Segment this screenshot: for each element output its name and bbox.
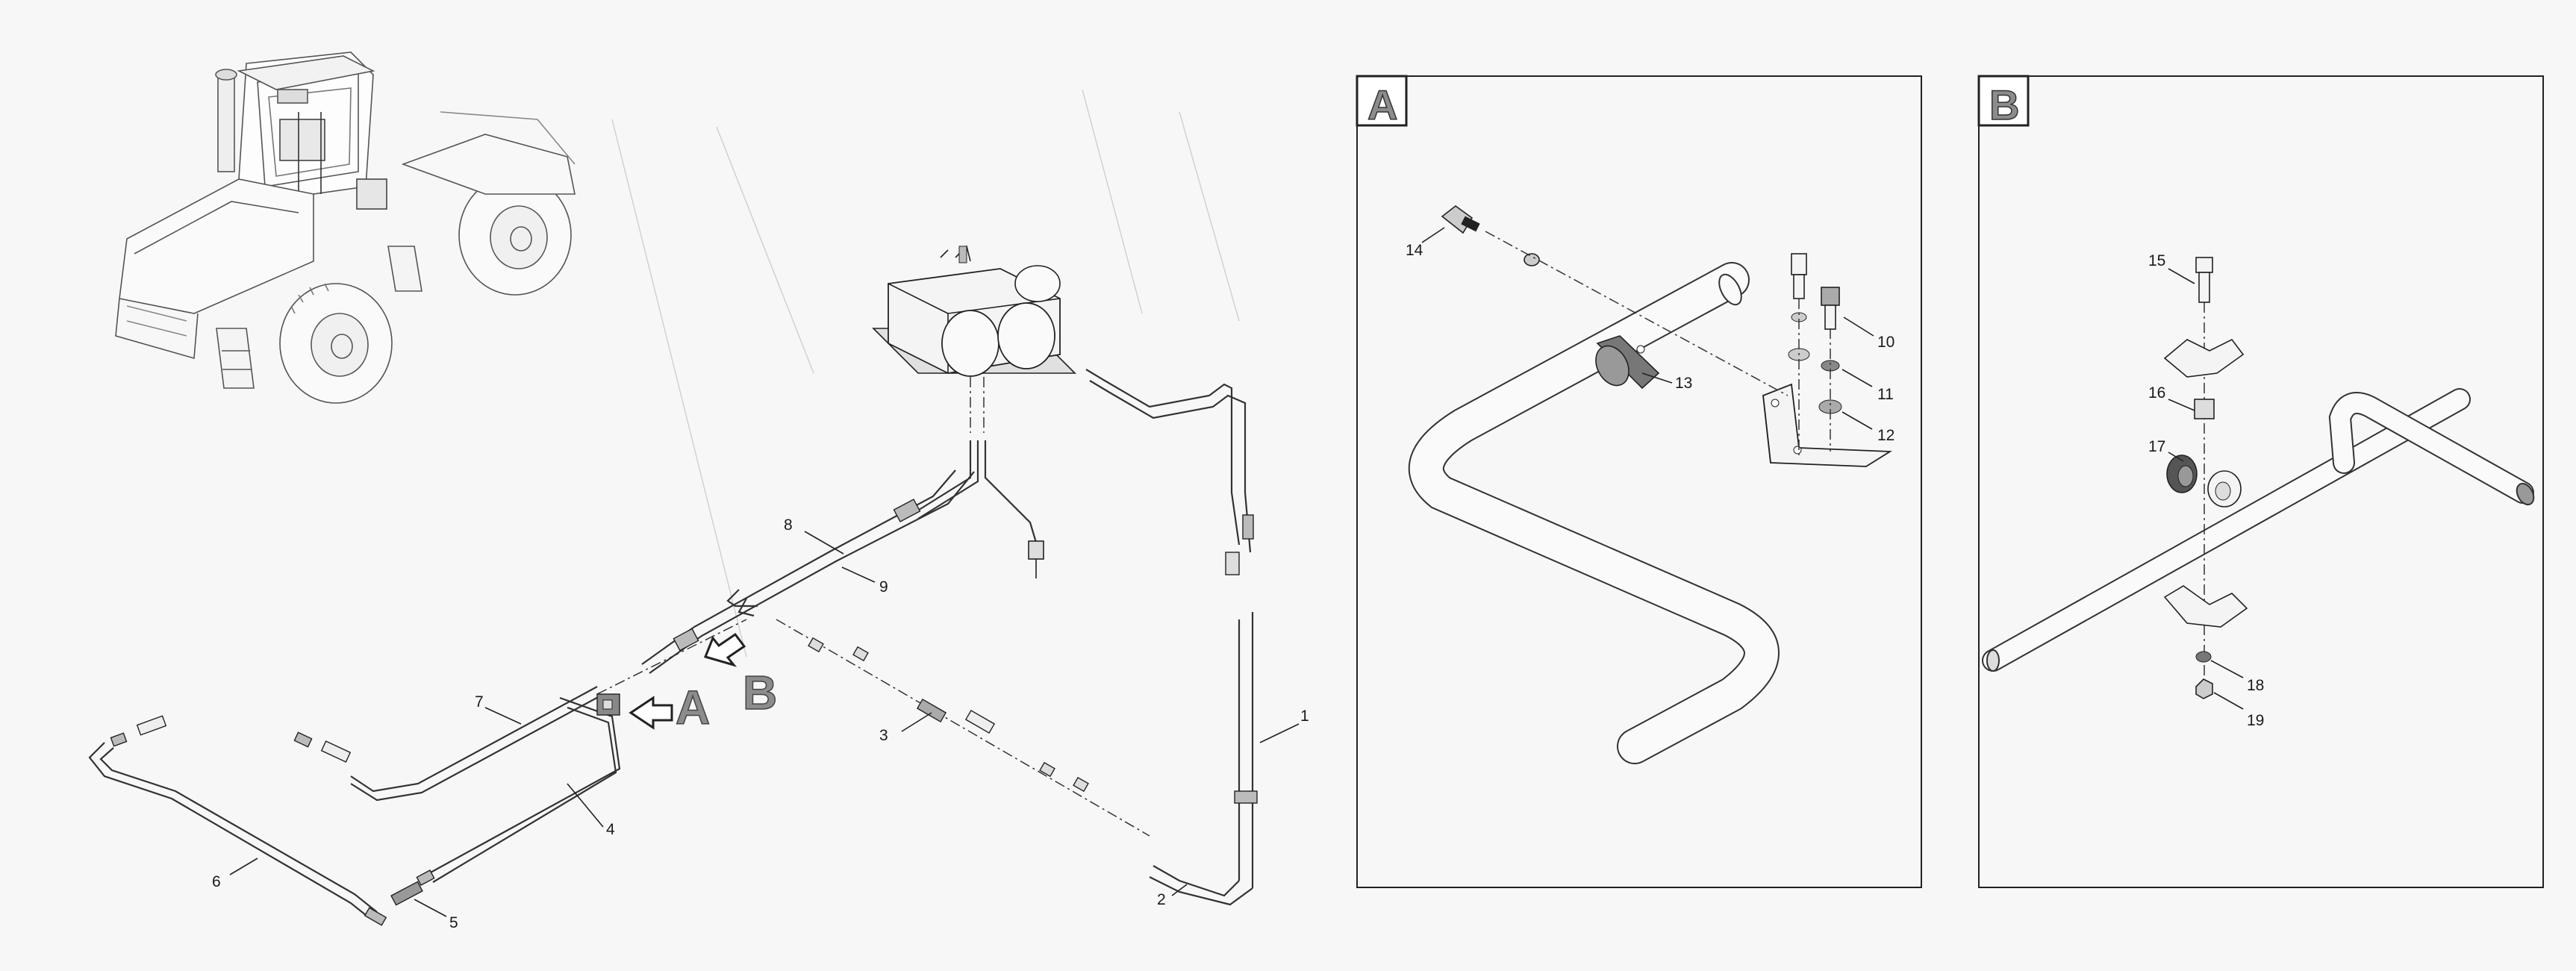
callout-number: 16	[2148, 384, 2165, 402]
callout-1: 1	[1259, 708, 1309, 743]
heater-pipes	[910, 377, 1044, 578]
callout-number: 17	[2148, 438, 2165, 455]
callout-13: 13	[1641, 372, 1692, 392]
callout-5: 5	[414, 899, 458, 931]
callout-number: A	[676, 681, 710, 734]
callout-number: 14	[1406, 242, 1423, 259]
detail-b-grommet-17	[2166, 455, 2242, 508]
callout-10: 10	[1843, 316, 1894, 351]
callout-number: 19	[2247, 712, 2264, 729]
callout-7: 7	[475, 693, 522, 725]
callout-15: 15	[2148, 252, 2195, 284]
detail-a-badge	[1356, 75, 1408, 127]
detail-a-callouts: 10 11 12 13 14	[1406, 227, 1894, 444]
callout-number: 4	[606, 821, 615, 838]
detail-b-washer-nut	[2195, 651, 2213, 699]
detail-b-clamp-upper	[2163, 338, 2245, 378]
callout-number: 2	[1157, 891, 1166, 908]
callout-11: 11	[1841, 369, 1894, 403]
hose-line-4-7	[293, 686, 621, 906]
detail-b-tube	[1982, 388, 2535, 672]
detail-b-clamp-lower	[2163, 585, 2248, 628]
detail-a-bolt-14	[1441, 204, 1788, 396]
main-view: A B 1 2 3 4 5 6 7 8 9	[88, 51, 1309, 931]
detail-b-callouts: 15 16 17 18 19	[2148, 252, 2264, 729]
callout-number: 12	[1877, 427, 1894, 444]
background-guidelines	[611, 89, 1240, 658]
callout-2: 2	[1157, 884, 1188, 908]
callout-4: 4	[567, 783, 615, 838]
detail-b-spacer-16	[2194, 399, 2215, 419]
view-ref-a: A	[629, 680, 711, 735]
callout-17: 17	[2148, 438, 2184, 462]
callout-14: 14	[1406, 227, 1445, 259]
fitting-centerline	[596, 619, 1150, 837]
callout-9: 9	[841, 566, 888, 596]
callout-12: 12	[1841, 411, 1894, 444]
detail-a-badge-label: A	[1367, 81, 1397, 128]
callout-number: 5	[449, 914, 458, 931]
view-ref-b: B	[703, 632, 778, 720]
hose-line-1-2	[1085, 369, 1258, 906]
detail-b-badge	[1977, 75, 2030, 127]
callout-number: 18	[2247, 677, 2264, 694]
clamp-bracket-a	[596, 693, 620, 716]
tractor-illustration	[115, 51, 576, 404]
callout-number: 8	[784, 516, 793, 534]
callout-number: 7	[475, 693, 484, 711]
callout-16: 16	[2148, 384, 2195, 411]
callout-number: 10	[1877, 334, 1894, 351]
detail-b-badge-label: B	[1989, 81, 2019, 128]
heater-unit	[872, 245, 1076, 377]
detail-view-b: B	[1977, 75, 2544, 888]
callout-number: 11	[1877, 386, 1894, 403]
callout-number: 15	[2148, 252, 2165, 269]
detail-a-bolts-10	[1788, 253, 1842, 455]
hose-line-8-9	[641, 469, 975, 674]
hose-line-6	[88, 715, 387, 926]
main-callouts: 1 2 3 4 5 6 7 8 9	[212, 516, 1309, 931]
callout-number: 6	[212, 873, 221, 890]
detail-a-clamp-13	[1595, 335, 1660, 390]
callout-number: B	[743, 666, 777, 719]
callout-8: 8	[784, 516, 844, 555]
detail-a-tube	[1408, 262, 1780, 764]
callout-19: 19	[2213, 692, 2264, 729]
callout-6: 6	[212, 858, 258, 890]
callout-number: 1	[1300, 708, 1309, 725]
callout-number: 13	[1675, 375, 1692, 392]
callout-3: 3	[879, 712, 932, 744]
callout-number: 9	[879, 578, 888, 596]
detail-a-bracket	[1762, 383, 1892, 467]
detail-view-a: A	[1356, 75, 1922, 888]
callout-18: 18	[2210, 660, 2264, 694]
callout-number: 3	[879, 727, 888, 744]
